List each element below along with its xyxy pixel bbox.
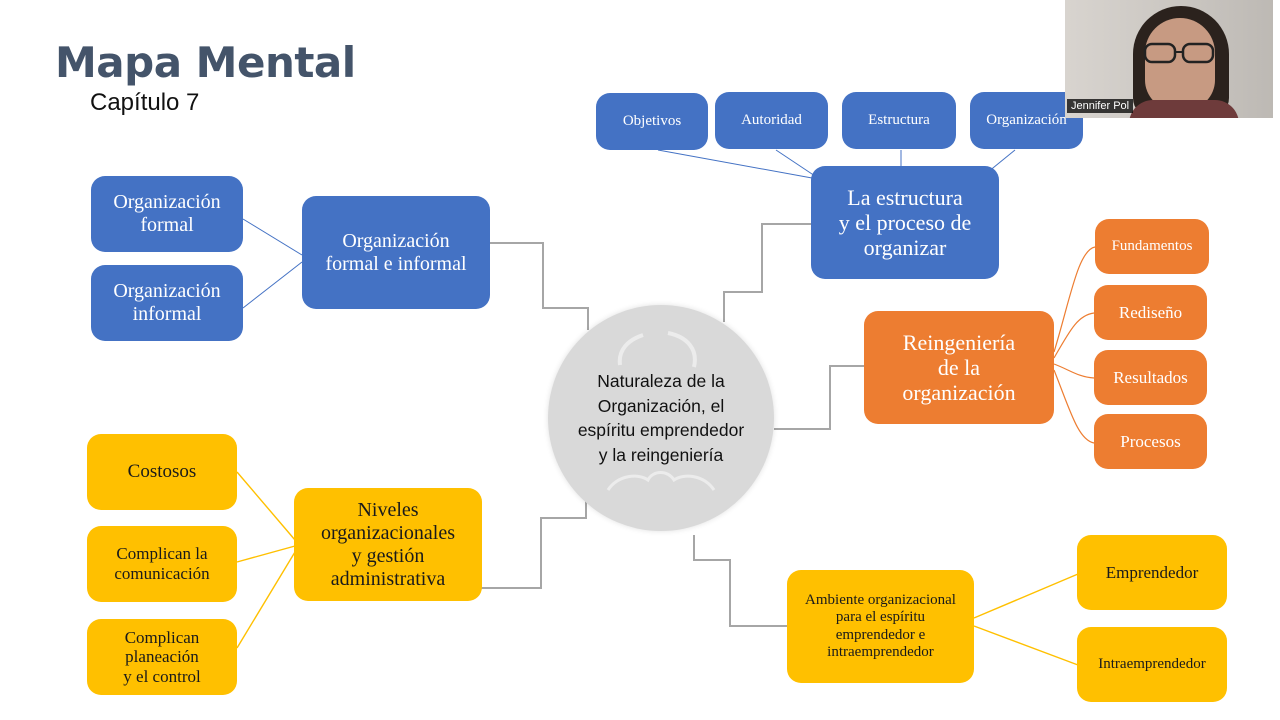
node-label: Rediseño <box>1118 302 1183 322</box>
presenter-face <box>1145 18 1215 110</box>
link-informal <box>242 261 303 309</box>
node-label: Complican planeación y el control <box>123 627 201 686</box>
glasses-icon <box>1143 42 1215 64</box>
node-label: Resultados <box>1113 367 1188 387</box>
node-label: Procesos <box>1120 431 1181 451</box>
node-label: La estructura y el proceso de organizar <box>838 184 972 261</box>
node-procesos: Procesos <box>1094 414 1207 469</box>
connector-formal-informal <box>490 242 589 330</box>
node-fundamentos: Fundamentos <box>1095 219 1209 274</box>
slide-subtitle: Capítulo 7 <box>90 89 200 116</box>
link-rediseno <box>1053 312 1095 359</box>
node-rediseno: Rediseño <box>1094 285 1207 340</box>
node-label: Reingeniería de la organización <box>902 329 1016 406</box>
node-label: Autoridad <box>741 111 802 128</box>
connector-niveles <box>478 500 587 589</box>
node-label: Objetivos <box>622 112 682 129</box>
node-costosos: Costosos <box>87 434 237 510</box>
connector-reingenieria <box>774 365 865 430</box>
node-label: Organización formal e informal <box>325 229 467 275</box>
link-intraemprendedor <box>973 625 1079 666</box>
node-label: Complican la comunicación <box>114 544 210 583</box>
link-resultados <box>1053 363 1095 379</box>
node-label: Organización <box>986 111 1067 128</box>
link-costosos <box>236 471 296 541</box>
node-niveles-organizacionales: Niveles organizacionales y gestión admin… <box>294 488 482 601</box>
link-objetivos <box>657 149 813 179</box>
link-comunicacion <box>236 545 296 563</box>
node-emprendedor: Emprendedor <box>1077 535 1227 610</box>
participant-name: Jennifer Pol <box>1067 99 1134 113</box>
node-ambiente-organizacional: Ambiente organizacional para el espíritu… <box>787 570 974 683</box>
tree-watermark-icon <box>606 331 716 491</box>
slide-title: Mapa Mental <box>55 38 356 87</box>
link-formal <box>242 218 303 256</box>
node-organizacion: Organización <box>970 92 1083 149</box>
connector-ambiente <box>693 535 788 627</box>
node-label: Niveles organizacionales y gestión admin… <box>320 498 455 590</box>
node-label: Ambiente organizacional para el espíritu… <box>805 592 956 660</box>
node-organizacion-formal: Organización formal <box>91 176 243 252</box>
link-autoridad <box>775 149 816 177</box>
link-procesos <box>1053 369 1095 444</box>
connector-estructura <box>723 223 812 322</box>
node-label: Costosos <box>127 461 197 483</box>
link-planeacion <box>236 551 296 649</box>
node-label: Estructura <box>868 111 930 128</box>
node-label: Organización informal <box>113 280 221 325</box>
node-label: Intraemprendedor <box>1098 655 1206 672</box>
center-node: Naturaleza de la Organización, el espíri… <box>548 305 774 531</box>
node-autoridad: Autoridad <box>715 92 828 149</box>
node-objetivos: Objetivos <box>596 93 708 150</box>
node-estructura-proceso: La estructura y el proceso de organizar <box>811 166 999 279</box>
node-label: Fundamentos <box>1111 237 1193 254</box>
node-reingenieria: Reingeniería de la organización <box>864 311 1054 424</box>
node-complican-planeacion: Complican planeación y el control <box>87 619 237 695</box>
webcam-video[interactable]: Jennifer Pol <box>1065 0 1273 118</box>
node-label: Organización formal <box>113 191 221 236</box>
node-organizacion-informal: Organización informal <box>91 265 243 341</box>
node-intraemprendedor: Intraemprendedor <box>1077 627 1227 702</box>
node-estructura: Estructura <box>842 92 956 149</box>
node-complican-comunicacion: Complican la comunicación <box>87 526 237 602</box>
center-label: Naturaleza de la Organización, el espíri… <box>577 371 745 465</box>
node-label: Emprendedor <box>1105 562 1199 582</box>
link-fundamentos <box>1053 246 1096 353</box>
node-organizacion-formal-informal: Organización formal e informal <box>302 196 490 309</box>
node-resultados: Resultados <box>1094 350 1207 405</box>
link-emprendedor <box>973 573 1079 619</box>
